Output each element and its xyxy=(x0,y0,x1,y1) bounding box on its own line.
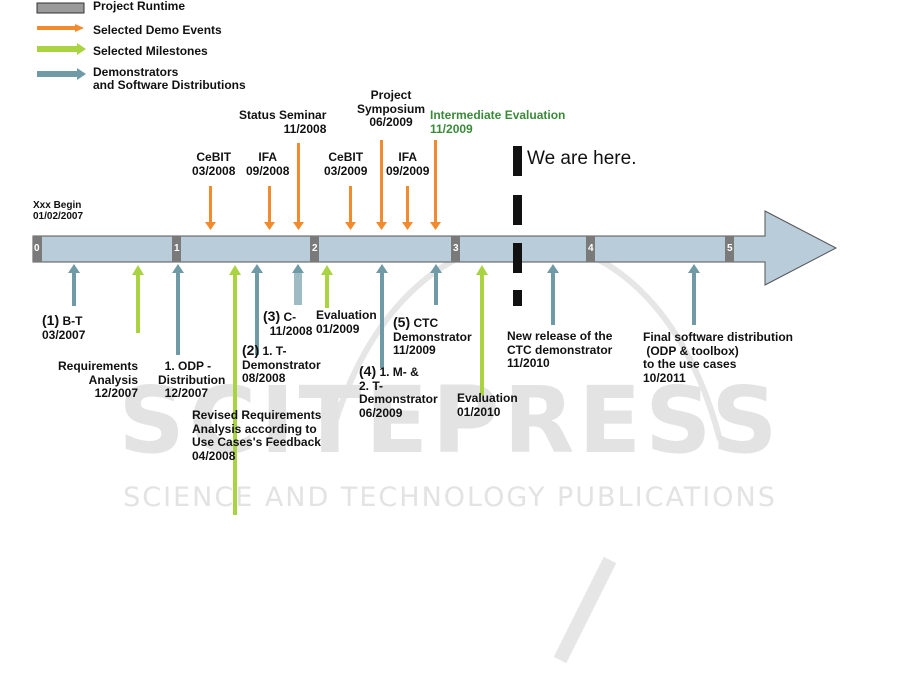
phase-number-1: 1 xyxy=(174,243,180,254)
legend-demonstrator-swatch xyxy=(37,68,86,80)
distribution-final-software: Final software distribution (ODP & toolb… xyxy=(643,330,794,385)
phase-number-0: 0 xyxy=(34,243,40,254)
demonstrator-c: (3) C- 11/2008 xyxy=(263,308,313,338)
legend-demo-swatch xyxy=(37,24,84,32)
milestone-arrows xyxy=(132,265,488,515)
phase-marker-2 xyxy=(310,236,319,262)
phase-number-4: 4 xyxy=(588,243,594,254)
phase-marker-1 xyxy=(172,236,181,262)
demo-event-arrows xyxy=(205,140,441,230)
legend-milestone-swatch xyxy=(37,43,86,55)
watermark-title: SCITEPRESS xyxy=(118,367,781,474)
demonstrator-arrows xyxy=(68,264,700,368)
phase-marker-4 xyxy=(586,236,595,262)
distribution-odp: 1. ODP -Distribution 12/2007 xyxy=(158,359,226,400)
phase-marker-0 xyxy=(33,236,42,262)
legend-runtime-label: Project Runtime xyxy=(93,0,186,13)
watermark-subtitle: SCIENCE AND TECHNOLOGY PUBLICATIONS xyxy=(123,482,777,513)
phase-number-5: 5 xyxy=(727,243,733,254)
legend-milestone-label: Selected Milestones xyxy=(93,44,208,58)
we-are-here-label: We are here. xyxy=(527,148,637,169)
timeline-arrow xyxy=(32,210,838,286)
phase-marker-5 xyxy=(725,236,734,262)
legend-runtime-swatch xyxy=(36,2,85,14)
phase-number-3: 3 xyxy=(453,243,459,254)
legend-demo-label: Selected Demo Events xyxy=(93,23,222,37)
we-are-here-marker xyxy=(513,146,522,306)
phase-markers xyxy=(33,236,734,262)
phase-number-2: 2 xyxy=(312,243,318,254)
phase-marker-3 xyxy=(451,236,460,262)
